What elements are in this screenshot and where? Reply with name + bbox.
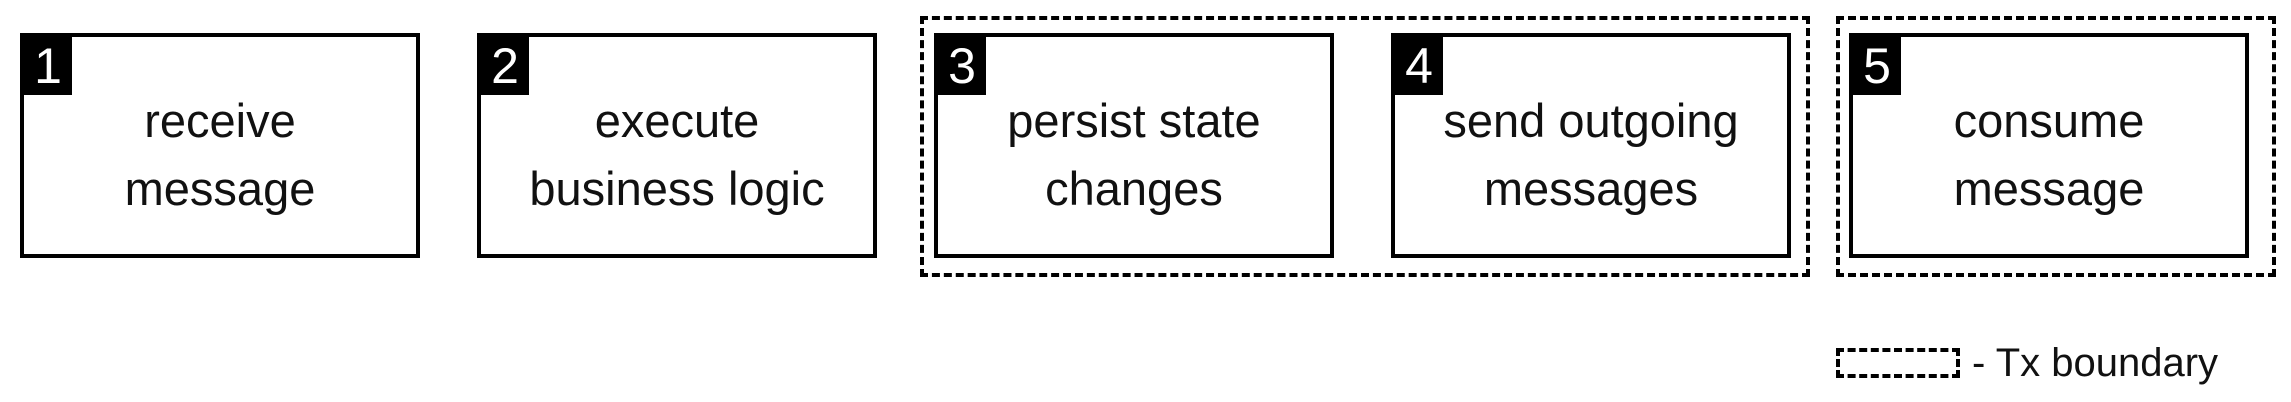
step-box-receive-message: 1 receive message xyxy=(20,33,420,258)
step-box-persist-state-changes: 3 persist state changes xyxy=(934,33,1334,258)
step-label: persist state changes xyxy=(938,87,1330,223)
tx-boundary-steps-3-4 xyxy=(920,16,1810,277)
step-box-consume-message: 5 consume message xyxy=(1849,33,2249,258)
step-label-line: changes xyxy=(1045,162,1223,215)
step-label: send outgoing messages xyxy=(1395,87,1787,223)
step-label-line: messages xyxy=(1483,162,1699,215)
step-label-line: message xyxy=(124,162,316,215)
step-label-line: consume xyxy=(1953,94,2145,147)
legend-label: - Tx boundary xyxy=(1972,341,2219,385)
step-number: 3 xyxy=(938,37,986,95)
step-label-line: persist state xyxy=(1007,94,1261,147)
step-box-execute-business-logic: 2 execute business logic xyxy=(477,33,877,258)
step-box-send-outgoing-messages: 4 send outgoing messages xyxy=(1391,33,1791,258)
step-label-line: send outgoing xyxy=(1443,94,1739,147)
legend-dashed-swatch xyxy=(1836,348,1960,378)
step-label-line: receive xyxy=(144,94,296,147)
step-number: 5 xyxy=(1853,37,1901,95)
step-label-line: message xyxy=(1953,162,2145,215)
step-label: consume message xyxy=(1853,87,2245,223)
legend: - Tx boundary xyxy=(1836,343,2218,383)
step-label: receive message xyxy=(24,87,416,223)
tx-boundary-step-5 xyxy=(1836,16,2276,277)
step-label-line: business logic xyxy=(529,162,825,215)
step-label: execute business logic xyxy=(481,87,873,223)
step-label-line: execute xyxy=(594,94,760,147)
step-number: 1 xyxy=(24,37,72,95)
step-number: 4 xyxy=(1395,37,1443,95)
step-number: 2 xyxy=(481,37,529,95)
